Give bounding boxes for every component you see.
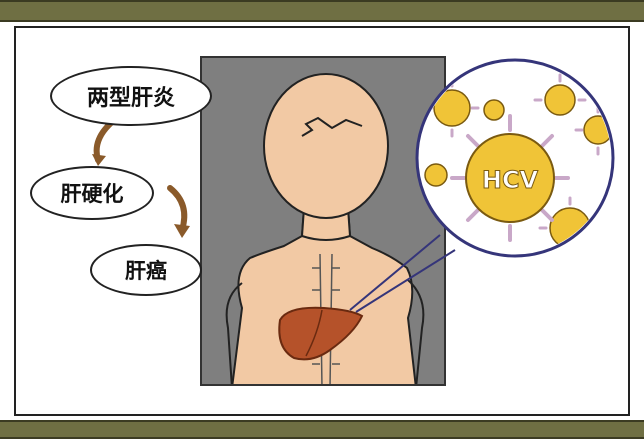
head [263,73,389,219]
virus-large: HCV [450,114,570,242]
xray-panel [200,56,446,386]
hcv-label: HCV [482,166,539,194]
right-arm [407,279,425,384]
arrow-1 [93,119,115,163]
left-arm [225,282,243,384]
patient-figure [225,73,425,384]
arrow-2-head [174,224,190,238]
arrow-1-head [92,154,106,166]
bubble-cirrhosis: 肝硬化 [30,166,154,220]
zoom-pointer [349,234,456,313]
hair-line [301,116,363,137]
bubble-liver-cancer: 肝癌 [90,244,202,296]
top-frame-bar [0,0,644,22]
liver [278,306,364,361]
bottom-frame-bar [0,420,644,439]
liver-lobe-line [305,309,323,357]
bubble-hepatitis-c: 两型肝炎 [50,66,212,126]
arrow-2 [167,185,188,233]
